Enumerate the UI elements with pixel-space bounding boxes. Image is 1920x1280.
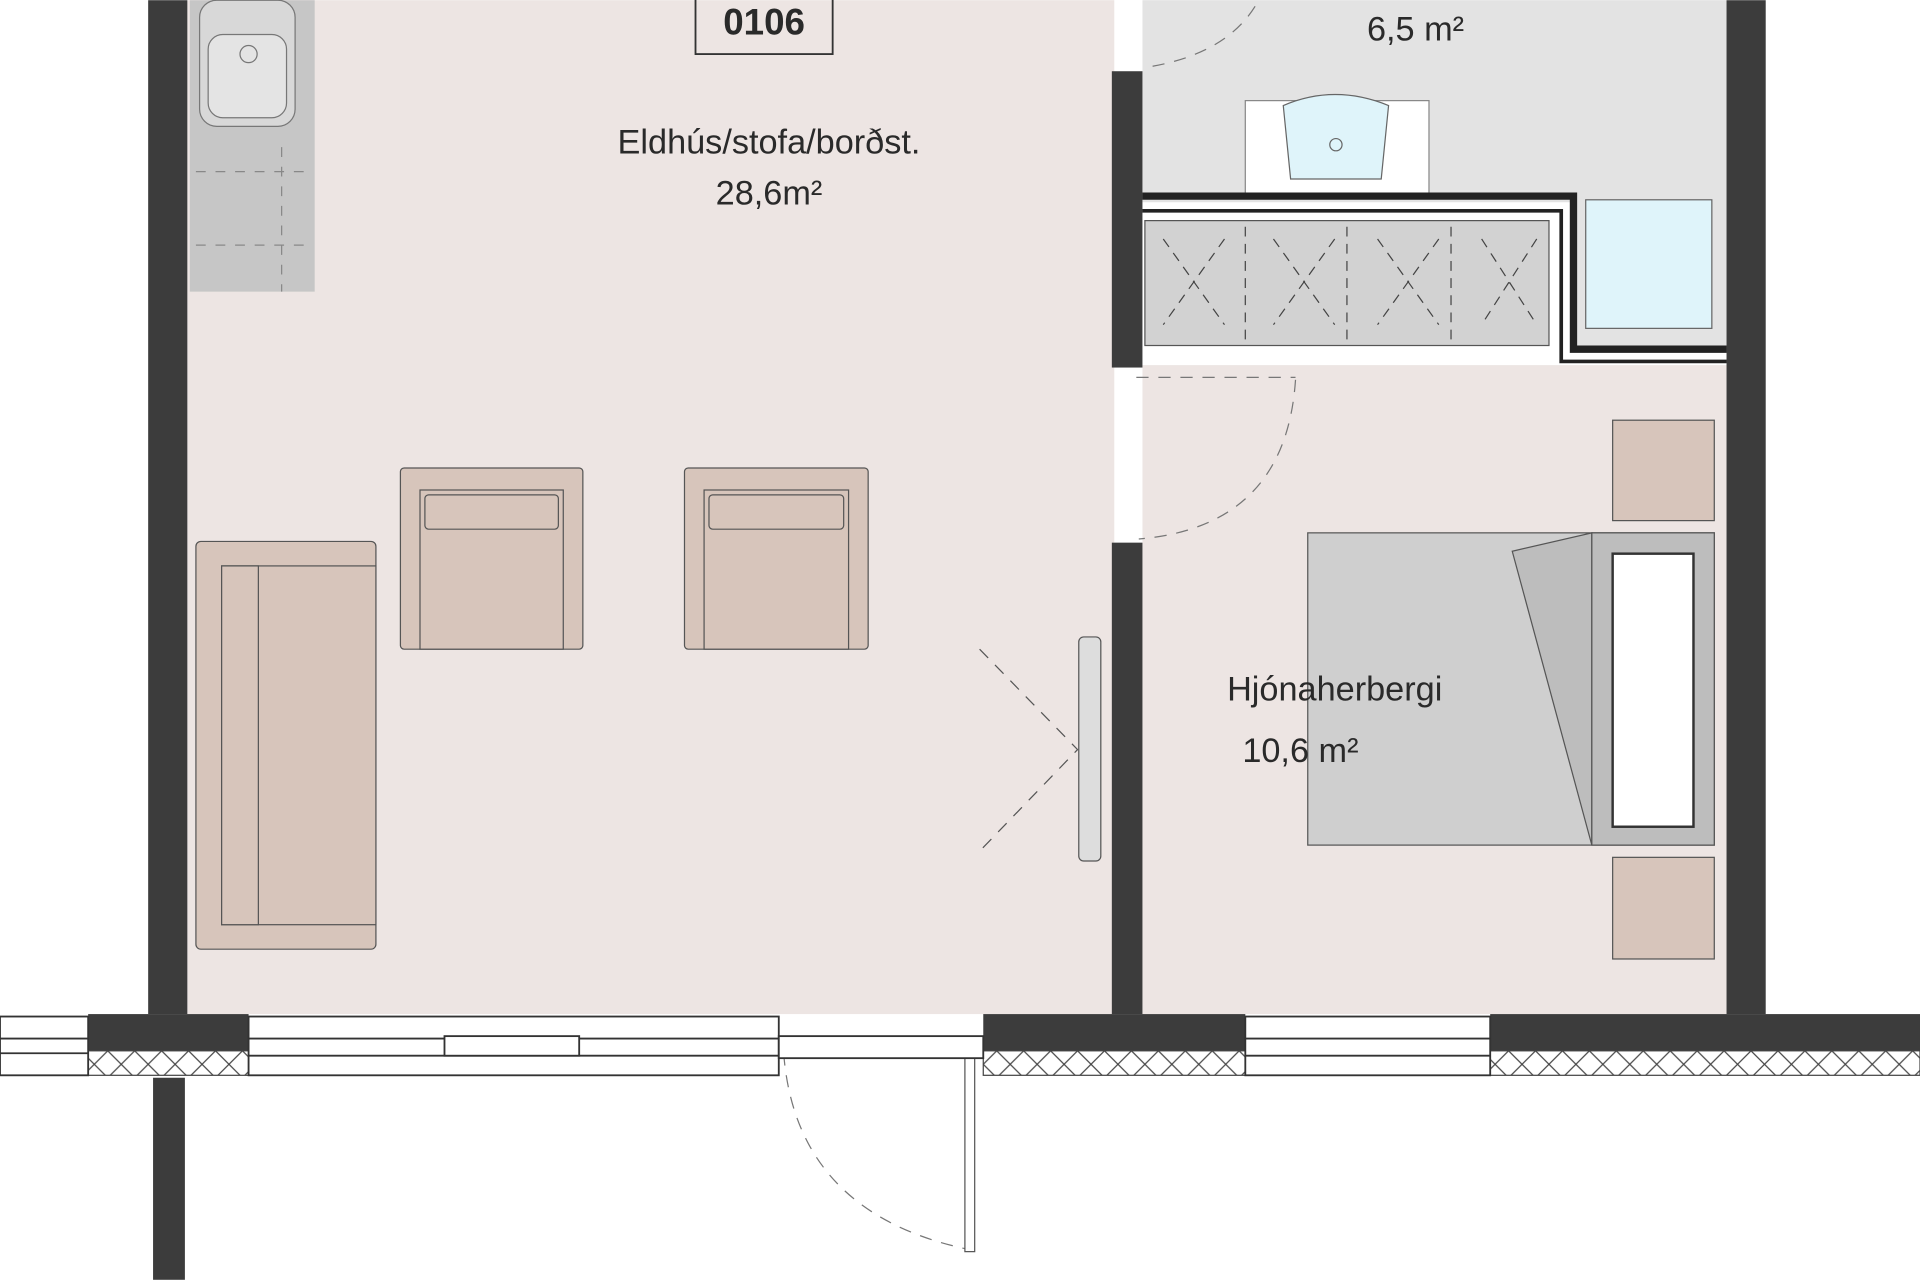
- room-area-bedroom: 10,6 m²: [1242, 732, 1358, 770]
- bathroom-floor: [1142, 0, 1727, 203]
- windows: [0, 1015, 1492, 1077]
- nightstand-top: [1612, 419, 1715, 522]
- armchair-right: [683, 467, 869, 650]
- door-swing-marks: [979, 648, 1079, 852]
- room-name-bedroom: Hjónaherbergi: [1227, 671, 1442, 709]
- bedroom-door-swing: [1136, 376, 1297, 540]
- wardrobe: [1142, 192, 1727, 364]
- sliding-door: [1078, 636, 1102, 862]
- bathroom-door-swing: [1144, 6, 1256, 69]
- entrance-door-leaf: [964, 1040, 976, 1253]
- unit-number: 0106: [723, 1, 805, 42]
- walls: [88, 0, 1920, 1280]
- double-bed: [1307, 532, 1715, 846]
- entrance-door-swing: [783, 1053, 968, 1250]
- kitchen-counter: [189, 0, 315, 292]
- nightstand-bottom: [1612, 856, 1715, 960]
- sofa: [195, 540, 377, 950]
- wall-insulation: [87, 1050, 1920, 1076]
- room-name-living: Eldhús/stofa/borðst.: [618, 123, 921, 161]
- washing-machine: [1585, 199, 1713, 329]
- room-area-bathroom: 6,5 m²: [1367, 11, 1464, 49]
- bathroom-sink: [1244, 93, 1430, 195]
- room-area-living: 28,6m²: [716, 175, 823, 213]
- unit-number-box: [694, 0, 834, 55]
- armchair-left: [399, 467, 584, 650]
